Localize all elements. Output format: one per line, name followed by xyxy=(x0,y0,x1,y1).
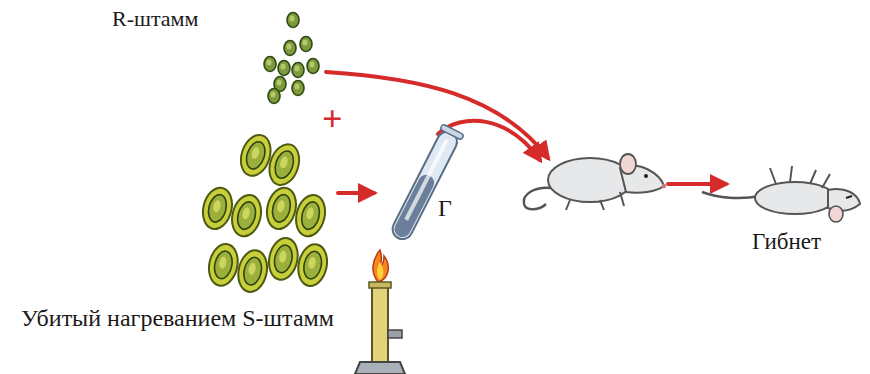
r-strain-bacteria xyxy=(264,13,319,104)
outcome-label: Гибнет xyxy=(752,228,821,256)
red-arrows xyxy=(326,72,726,193)
letter-label: Г xyxy=(438,194,452,223)
strain-label: Убитый нагреванием S-штамм xyxy=(5,303,350,333)
live-mouse xyxy=(524,154,666,210)
dead-mouse xyxy=(702,166,860,222)
bunsen-burner xyxy=(355,250,405,374)
s-strain-bacteria xyxy=(199,131,331,295)
test-tube xyxy=(387,124,464,244)
plus-sign: + xyxy=(322,98,343,141)
strain-label: R-штамм xyxy=(112,6,198,32)
